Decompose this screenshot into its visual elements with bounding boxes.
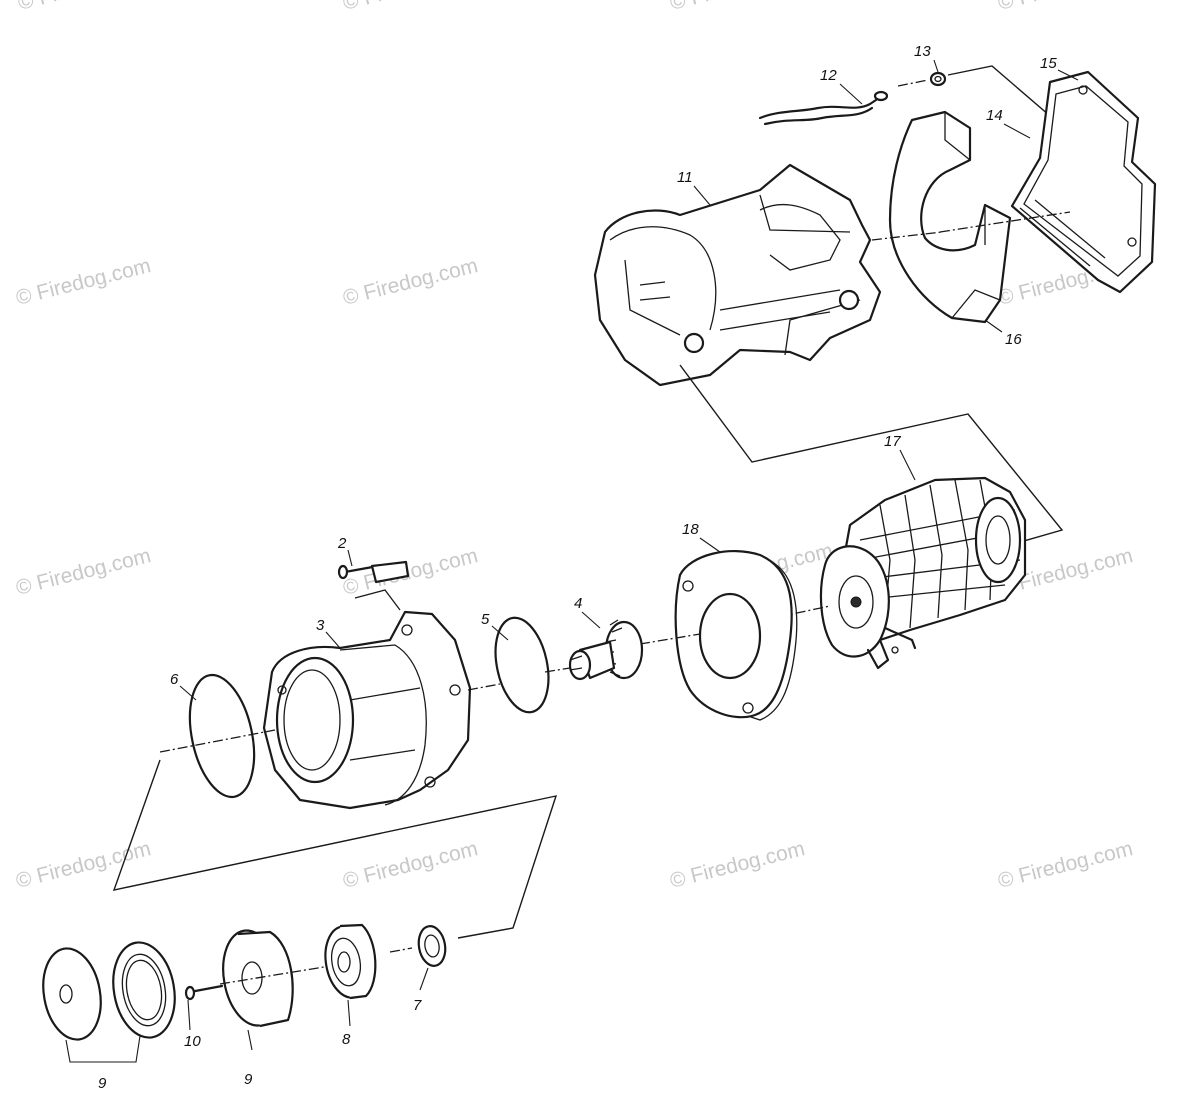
watermark: © Firedog.com <box>668 837 807 893</box>
watermark: © Firedog.com <box>341 0 480 15</box>
bearing-part <box>324 923 377 1000</box>
watermark: © Firedog.com <box>996 837 1135 893</box>
callout-16: 16 <box>1005 331 1022 348</box>
watermark: © Firedog.com <box>341 837 480 893</box>
callout-13: 13 <box>914 43 931 60</box>
small-seal-part <box>417 925 447 967</box>
o-ring-part <box>494 616 550 714</box>
axis-line <box>219 965 331 985</box>
callout-4: 4 <box>574 595 582 612</box>
watermark: © Firedog.com <box>996 0 1135 15</box>
stator-part <box>819 476 1027 670</box>
seal-ring-part <box>112 941 176 1039</box>
watermark: © Firedog.com <box>14 544 153 600</box>
callout-12: 12 <box>820 67 837 84</box>
assembly-leader <box>679 364 1064 546</box>
callout-15: 15 <box>1040 55 1057 72</box>
callout-leaders <box>179 59 1079 1031</box>
watermark: © Firedog.com <box>14 837 153 893</box>
callout-14: 14 <box>986 107 1003 124</box>
nut-part <box>929 71 947 87</box>
axis-line <box>159 729 276 753</box>
axis-line <box>639 633 701 645</box>
adapter-ring-part <box>674 550 798 721</box>
leader-line <box>247 1029 253 1051</box>
callout-3: 3 <box>316 617 325 634</box>
callout-11: 11 <box>677 169 693 186</box>
gear-part <box>568 619 644 681</box>
bolt-part <box>184 984 224 1001</box>
callout-labels: 2 3 4 5 6 7 8 9 9 10 11 12 13 14 15 16 1… <box>98 43 1057 1092</box>
callout-5: 5 <box>481 611 490 628</box>
axis-line <box>467 683 501 691</box>
end-cover-part <box>42 947 102 1041</box>
drum-part <box>222 929 294 1028</box>
axis-line <box>939 211 1071 233</box>
cover-plate-part <box>1010 70 1157 294</box>
o-ring-part <box>188 673 256 799</box>
callout-17: 17 <box>884 433 901 450</box>
watermark: © Firedog.com <box>14 254 153 310</box>
watermark: © Firedog.com <box>341 254 480 310</box>
spacer-block-part <box>888 110 1012 324</box>
callout-9: 9 <box>98 1075 107 1092</box>
callout-9: 9 <box>244 1071 253 1088</box>
assembly-leader <box>112 759 558 939</box>
wire-lead-part <box>758 83 889 126</box>
main-housing-part <box>262 610 472 810</box>
callout-6: 6 <box>170 671 179 688</box>
watermark: © Firedog.com <box>668 0 807 15</box>
screw-leader <box>354 589 401 611</box>
watermark: © Firedog.com <box>16 0 155 15</box>
axis-line <box>897 79 929 87</box>
housing-part <box>593 163 882 387</box>
callout-10: 10 <box>184 1033 201 1050</box>
callout-8: 8 <box>342 1031 351 1048</box>
callout-2: 2 <box>337 535 347 552</box>
axis-line <box>871 231 943 241</box>
callout-18: 18 <box>682 521 699 538</box>
screw-part <box>337 560 410 584</box>
callout-7: 7 <box>413 997 422 1014</box>
bracket-line <box>65 1035 141 1063</box>
watermark: © Firedog.com <box>341 544 480 600</box>
axis-line <box>389 947 413 953</box>
